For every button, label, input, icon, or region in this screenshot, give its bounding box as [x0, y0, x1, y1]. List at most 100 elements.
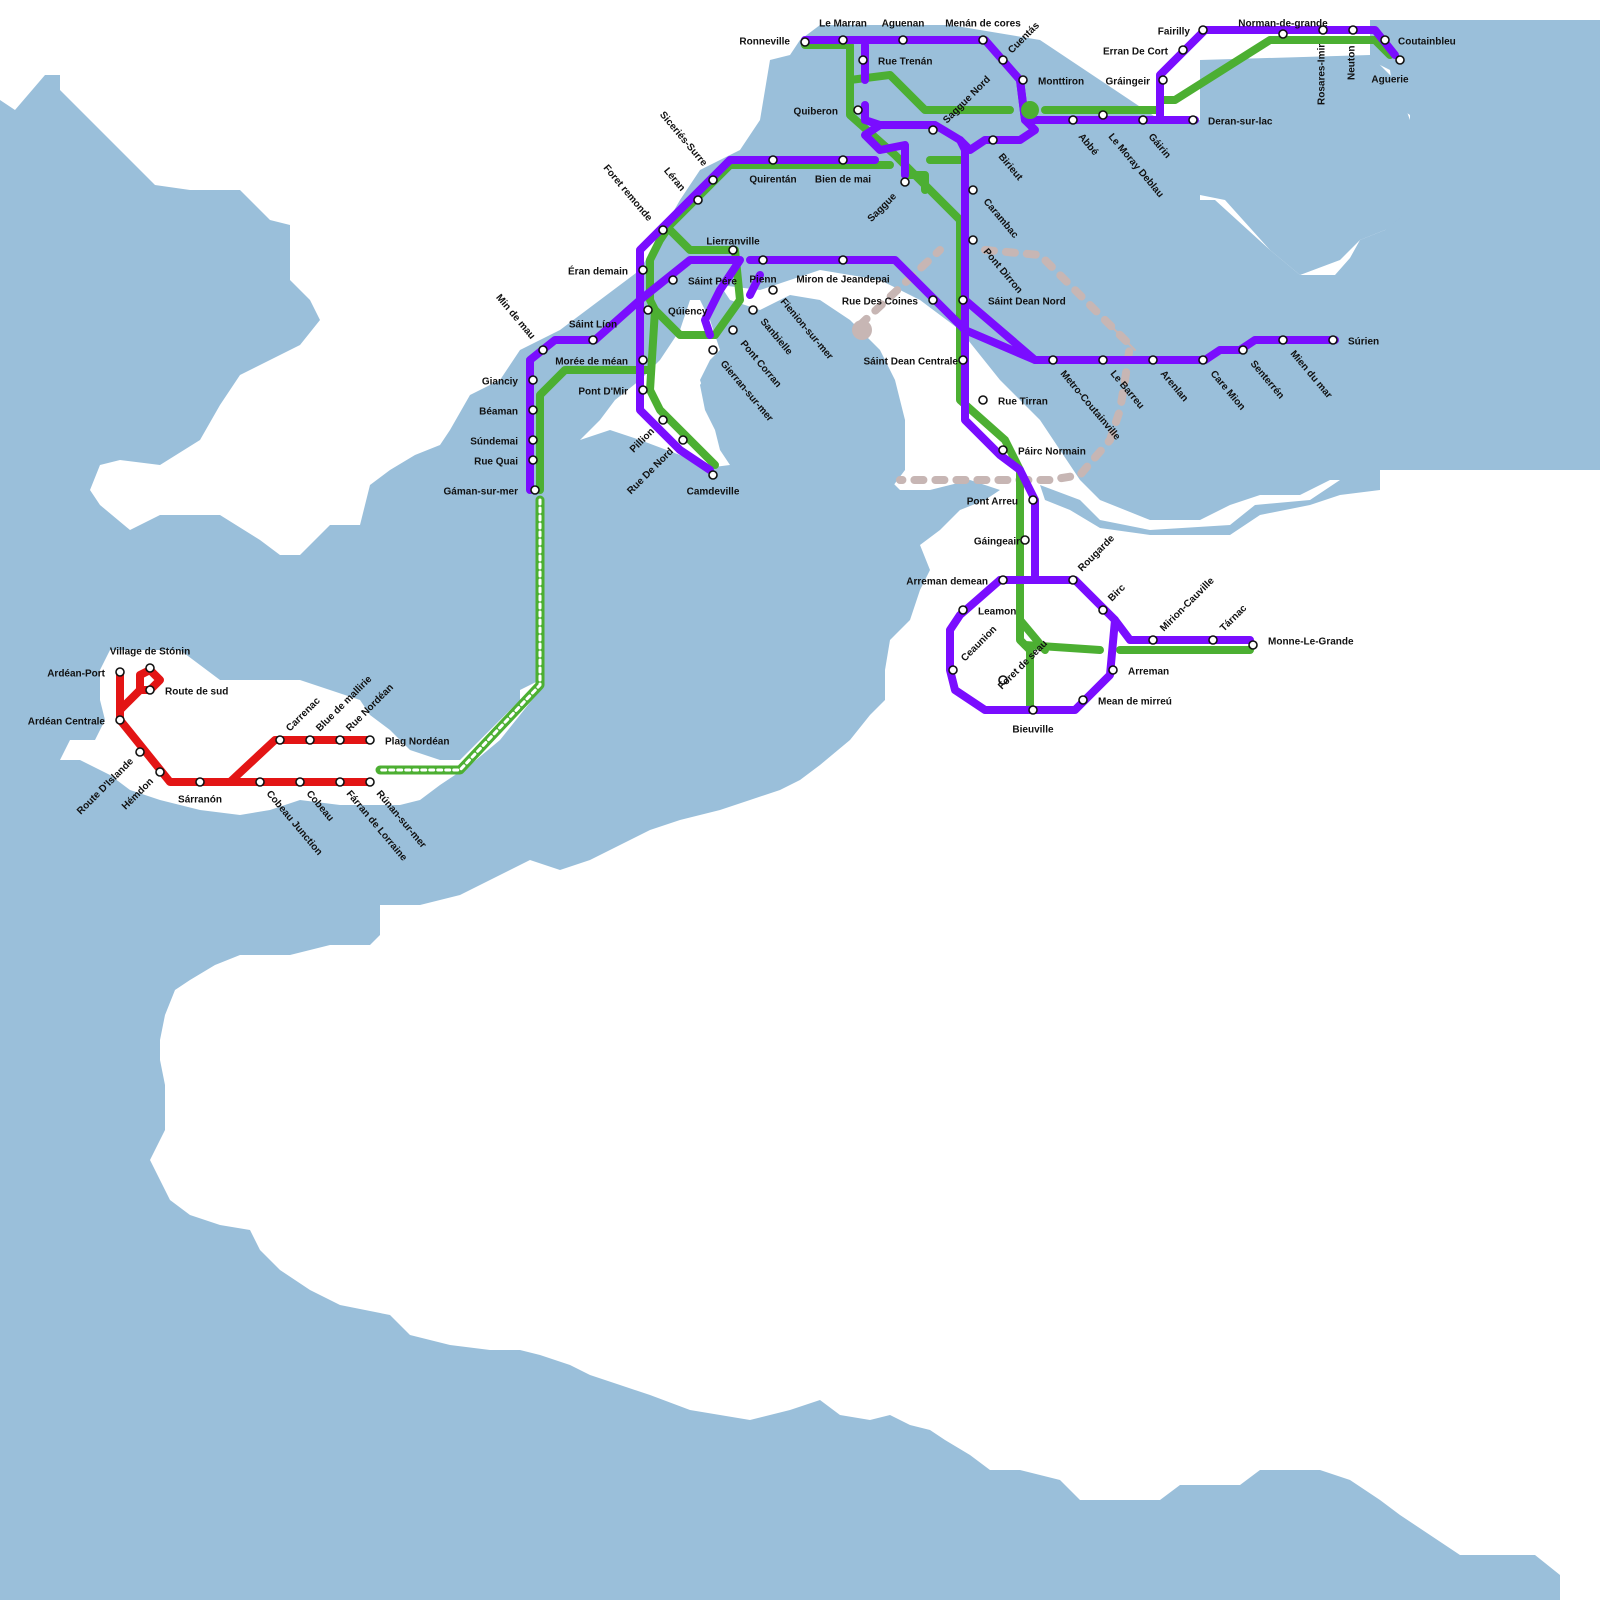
station-aguerie[interactable]: [1395, 55, 1405, 65]
station-monttiron[interactable]: [1018, 75, 1028, 85]
station-menan-de-cores[interactable]: [978, 35, 988, 45]
station-quiency[interactable]: [643, 305, 653, 315]
station-village-de-stonin[interactable]: [145, 663, 155, 673]
station-blue-de-mallirie[interactable]: [305, 735, 315, 745]
station-pienn[interactable]: [758, 255, 768, 265]
station-route-de-sud[interactable]: [145, 685, 155, 695]
station-saggue-nord[interactable]: [928, 125, 938, 135]
station-quiberon[interactable]: [853, 105, 863, 115]
station-beaman[interactable]: [528, 405, 538, 415]
station-farran-de-lorraine[interactable]: [335, 777, 345, 787]
station-saint-pere[interactable]: [668, 275, 678, 285]
station-bieuville[interactable]: [1028, 705, 1038, 715]
station-runan-sur-mer[interactable]: [365, 777, 375, 787]
station-birieut[interactable]: [988, 135, 998, 145]
station-monne-le-grande[interactable]: [1248, 640, 1258, 650]
station-carambac[interactable]: [968, 185, 978, 195]
station-saint-dean-centrale[interactable]: [958, 355, 968, 365]
station-plag-nordean[interactable]: [365, 735, 375, 745]
station-le-marran[interactable]: [838, 35, 848, 45]
station-erran-de-cort[interactable]: [1178, 45, 1188, 55]
station-rue-trenan[interactable]: [858, 55, 868, 65]
station-siceries-surre[interactable]: [708, 175, 718, 185]
station-gaingeair[interactable]: [1020, 535, 1030, 545]
station-pillion[interactable]: [658, 415, 668, 425]
station-foret-remonde[interactable]: [658, 225, 668, 235]
station-saggue[interactable]: [900, 177, 910, 187]
station-sundemai[interactable]: [528, 435, 538, 445]
station-arreman-demean[interactable]: [998, 575, 1008, 585]
station-leran[interactable]: [693, 195, 703, 205]
station-arreman[interactable]: [1108, 665, 1118, 675]
station-moree-de-mean[interactable]: [638, 355, 648, 365]
station-label-bien-de-mai: Bien de mai: [815, 175, 871, 186]
station-mien-du-mar[interactable]: [1278, 335, 1288, 345]
station-le-moray-deblau[interactable]: [1098, 110, 1108, 120]
station-rosares-imir[interactable]: [1318, 25, 1328, 35]
station-birc[interactable]: [1098, 605, 1108, 615]
station-lierranville[interactable]: [728, 245, 738, 255]
station-neuton[interactable]: [1348, 25, 1358, 35]
station-label-rosares-imir: Rosares-Imir: [1317, 44, 1328, 105]
station-cuentas[interactable]: [998, 55, 1008, 65]
station-sanbielle[interactable]: [748, 305, 758, 315]
station-label-beaman: Béaman: [479, 407, 518, 418]
station-mirion-cauville[interactable]: [1148, 635, 1158, 645]
station-rue-de-nord[interactable]: [678, 435, 688, 445]
station-route-dislande[interactable]: [135, 747, 145, 757]
station-label-neuton: Neuton: [1347, 46, 1358, 80]
station-rue-des-coines[interactable]: [928, 295, 938, 305]
station-care-mion[interactable]: [1198, 355, 1208, 365]
station-norman-de-grande[interactable]: [1278, 29, 1288, 39]
station-graingeir[interactable]: [1158, 75, 1168, 85]
station-label-sundemai: Súndemai: [470, 437, 518, 448]
station-rue-quai[interactable]: [528, 455, 538, 465]
station-hemdon[interactable]: [155, 767, 165, 777]
station-arenlan[interactable]: [1148, 355, 1158, 365]
station-gairin[interactable]: [1138, 115, 1148, 125]
station-pont-dirron[interactable]: [968, 235, 978, 245]
station-miron-de-jeandepai[interactable]: [838, 255, 848, 265]
station-ceaunion[interactable]: [948, 665, 958, 675]
station-abbe[interactable]: [1068, 115, 1078, 125]
station-gaman-sur-mer[interactable]: [530, 485, 540, 495]
station-le-barreu[interactable]: [1098, 355, 1108, 365]
station-rougarde[interactable]: [1068, 575, 1078, 585]
station-camdeville[interactable]: [708, 470, 718, 480]
station-senterren[interactable]: [1238, 345, 1248, 355]
station-rue-tirran[interactable]: [978, 395, 988, 405]
station-bien-de-mai[interactable]: [838, 155, 848, 165]
station-ronneville[interactable]: [800, 37, 810, 47]
station-surien[interactable]: [1328, 335, 1338, 345]
station-carrenac[interactable]: [275, 735, 285, 745]
station-saint-lion[interactable]: [588, 335, 598, 345]
station-deran-sur-lac[interactable]: [1188, 115, 1198, 125]
station-pont-arreu[interactable]: [1028, 495, 1038, 505]
station-mean-de-mirreu[interactable]: [1078, 695, 1088, 705]
station-coutainbleu[interactable]: [1380, 35, 1390, 45]
station-saint-dean-nord[interactable]: [958, 295, 968, 305]
station-ardean-port[interactable]: [115, 667, 125, 677]
station-tarnac[interactable]: [1208, 635, 1218, 645]
station-min-de-mau[interactable]: [538, 345, 548, 355]
station-fienion-sur-mer[interactable]: [768, 285, 778, 295]
station-pont-corran[interactable]: [728, 325, 738, 335]
station-rue-nordean[interactable]: [335, 735, 345, 745]
station-foret-de-seau[interactable]: [998, 675, 1008, 685]
interchange-markers: [1021, 101, 1039, 119]
station-leamon[interactable]: [958, 605, 968, 615]
station-quirentan[interactable]: [768, 155, 778, 165]
station-fairilly[interactable]: [1198, 25, 1208, 35]
station-aguenan[interactable]: [898, 35, 908, 45]
station-ardean-centrale[interactable]: [115, 715, 125, 725]
station-metro-coutainville[interactable]: [1048, 355, 1058, 365]
station-gianciy[interactable]: [528, 375, 538, 385]
station-eran-demain[interactable]: [638, 265, 648, 275]
station-sarranon[interactable]: [195, 777, 205, 787]
station-pont-dmir[interactable]: [638, 385, 648, 395]
station-pairc-normain[interactable]: [998, 445, 1008, 455]
station-gierran-sur-mer[interactable]: [708, 345, 718, 355]
station-cobeau-junction[interactable]: [255, 777, 265, 787]
station-label-eran-demain: Éran demain: [568, 265, 628, 278]
station-cobeau[interactable]: [295, 777, 305, 787]
